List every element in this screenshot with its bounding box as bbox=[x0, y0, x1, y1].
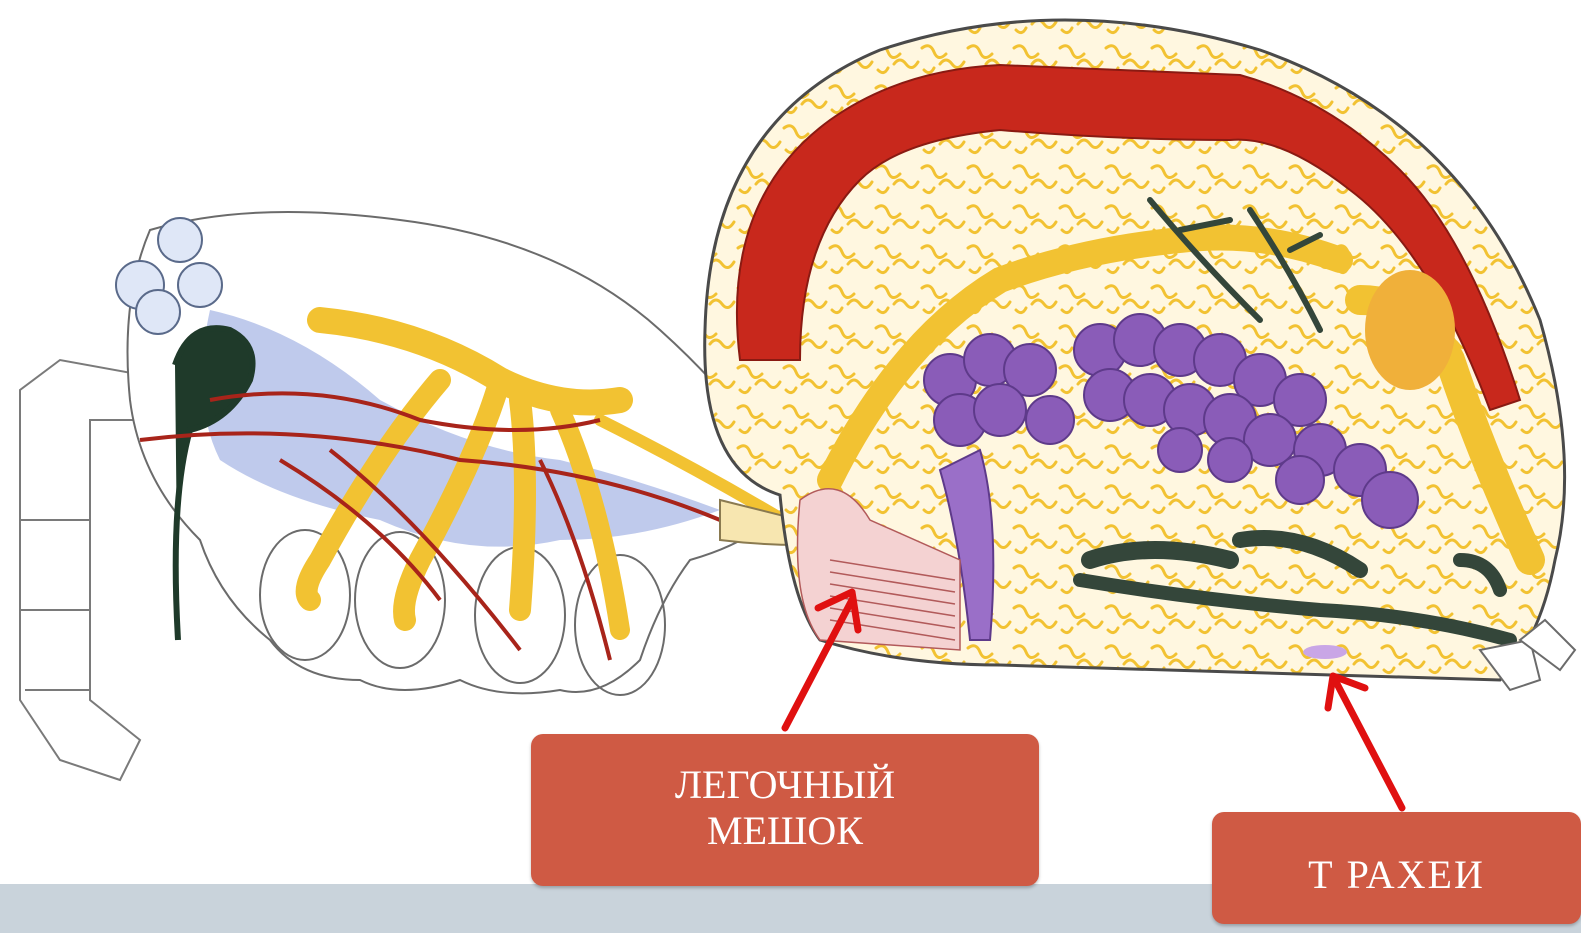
tracheae-label-text: Т РАХЕИ bbox=[1212, 852, 1581, 898]
book-lung-label: ЛЕГОЧНЫЙ МЕШОК bbox=[531, 734, 1039, 886]
tracheal-spiracle bbox=[1303, 645, 1347, 659]
book-lung-label-line2: МЕШОК bbox=[531, 808, 1039, 854]
book-lung-label-line1: ЛЕГОЧНЫЙ bbox=[531, 762, 1039, 808]
tracheae-label: Т РАХЕИ bbox=[1212, 812, 1581, 924]
arrow-to-tracheae bbox=[1328, 676, 1402, 808]
silk-gland bbox=[1365, 270, 1455, 390]
